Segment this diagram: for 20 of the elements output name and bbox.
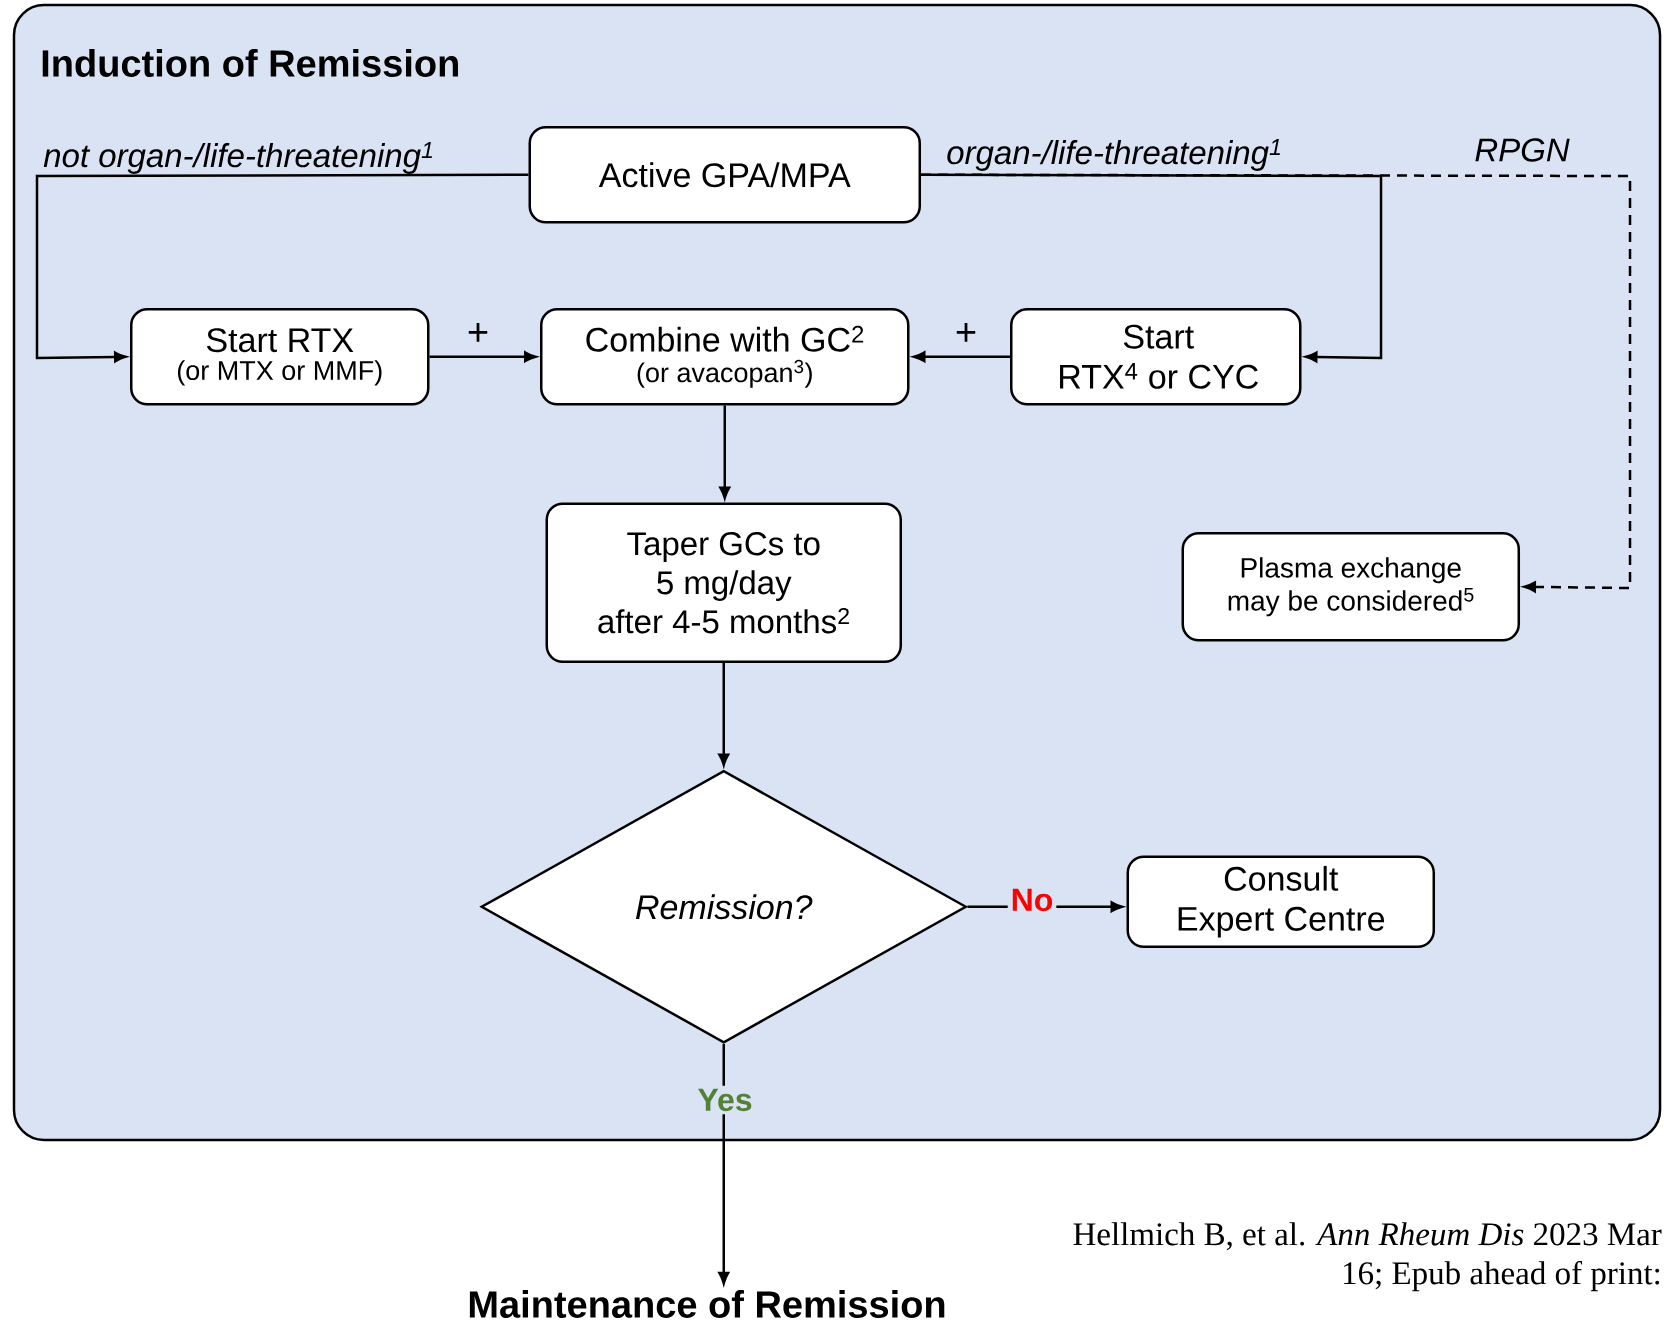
arrow [429,351,537,363]
arrow [718,1044,730,1285]
heading-text: Maintenance of Remission [469,1290,945,1318]
edge-label: not organ-/life-threatening$^{1}$ [43,142,432,174]
citation-text: Hellmich B, et al. Ann Rheum Dis 2023 Mar 16; Epub ahead of print: [1073,1222,1662,1292]
panel-title: Induction of Remission [42,49,458,77]
process-box: Start RTX (or MTX or MMF) [130,308,430,406]
edge-label: + [956,323,976,342]
process-box: Start RTX$^{4}$ or CYC [1010,308,1302,406]
process-box: Combine with GC$^{2}$ (or avacopan$^{3}$) [540,308,910,406]
edge-label: organ-/life-threatening$^{1}$ [947,139,1280,171]
process-box: Plasma exchange may be considered$^{5}$ [1181,532,1520,642]
arrow [921,173,1632,593]
edge-label: RPGN [1475,138,1570,162]
edge-label: + [468,323,488,342]
process-box: Consult Expert Centre [1126,855,1435,948]
process-box: Taper GCs to 5 mg/day after 4-5 months$^{2}$ [545,502,902,663]
process-box: Active GPA/MPA [528,126,921,224]
edge-label: Yes [694,1085,756,1115]
arrow [35,173,529,363]
